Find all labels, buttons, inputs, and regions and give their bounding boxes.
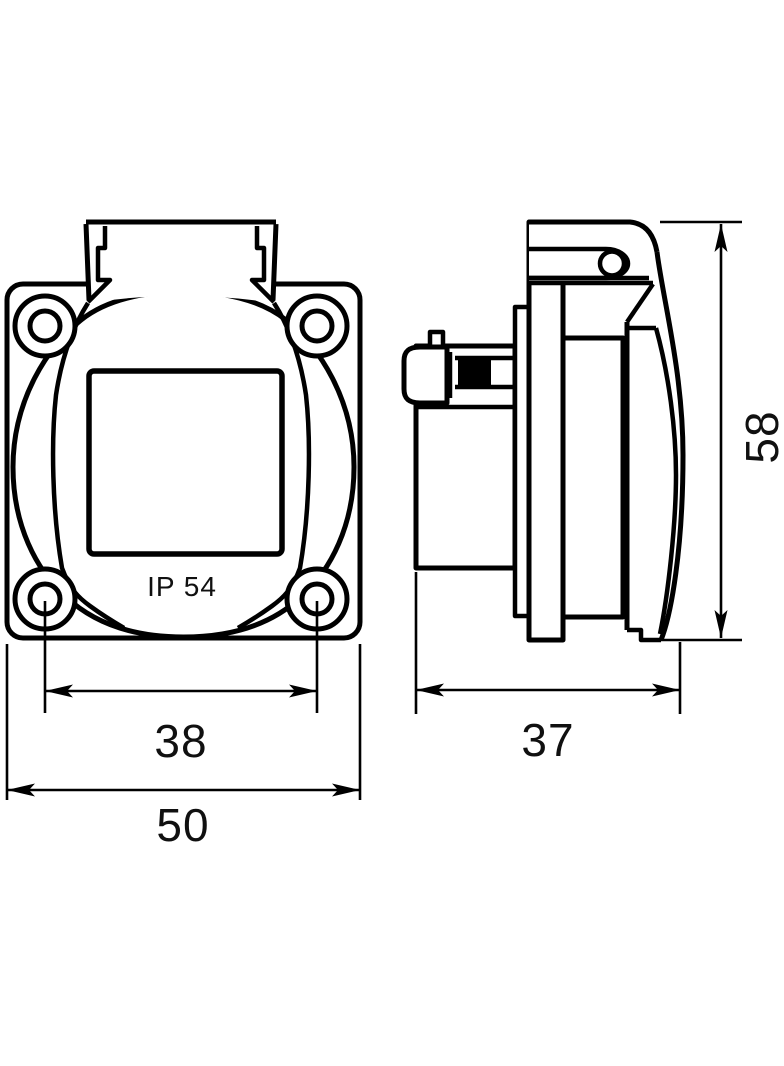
cover-inner-contour-left xyxy=(50,301,126,630)
arrowhead-right xyxy=(332,783,360,797)
cover-bottom-step xyxy=(627,627,661,643)
terminal-contact-block xyxy=(458,357,491,388)
lid-hood-notch-left xyxy=(86,226,113,304)
lid-dome-outer-arc xyxy=(654,251,686,641)
lid-hood-notch-right xyxy=(249,226,276,304)
hinge-pin xyxy=(597,249,627,278)
lid-hood-mask xyxy=(84,220,278,303)
terminal-end-cap xyxy=(401,344,450,406)
arrowhead-left xyxy=(7,783,35,797)
lid-corner-diagonal xyxy=(625,282,655,324)
arrowhead-bottom xyxy=(714,610,728,638)
socket-opening xyxy=(86,368,285,557)
arrowhead-right xyxy=(289,684,317,698)
arrowhead-left xyxy=(416,683,444,697)
lid-band-mask xyxy=(529,222,659,284)
ip-rating-label: IP 54 xyxy=(147,571,217,602)
lens-arc xyxy=(653,327,679,635)
dim-label-depth: 37 xyxy=(521,714,574,766)
dimension-50: 50 xyxy=(5,644,362,851)
arrowhead-right xyxy=(652,683,680,697)
dimension-58: 58 xyxy=(660,220,784,642)
dim-label-height: 58 xyxy=(736,410,784,463)
socket-barrel xyxy=(560,335,626,620)
arrowhead-left xyxy=(45,684,73,698)
screw-hole-top-left xyxy=(12,293,78,359)
lid-band-top xyxy=(529,219,660,253)
screw-hole-top-right xyxy=(284,293,350,359)
lid-hood-outline xyxy=(83,219,279,301)
dimension-37: 37 xyxy=(414,572,682,766)
dimension-38: 38 xyxy=(43,601,319,767)
front-view: IP 54 38 50 xyxy=(4,219,363,851)
dim-label-plate-width: 50 xyxy=(156,799,209,851)
arrowhead-top xyxy=(714,224,728,252)
dim-label-hole-spacing: 38 xyxy=(154,715,207,767)
cover-inner-contour-right xyxy=(236,301,312,630)
side-view: 37 58 xyxy=(401,219,784,766)
